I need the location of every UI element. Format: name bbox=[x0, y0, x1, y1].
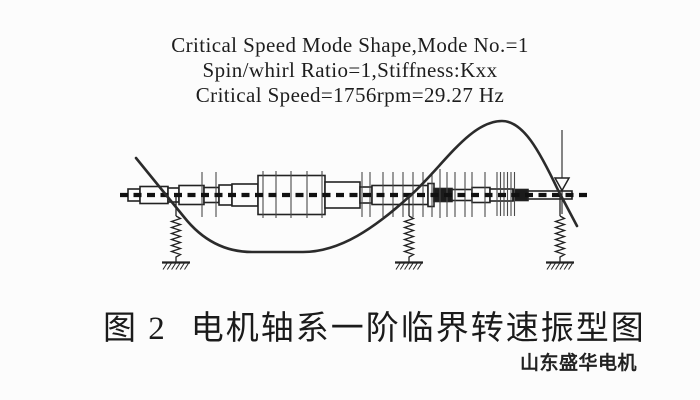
bearing-support-right bbox=[544, 195, 576, 271]
shaft-segment bbox=[527, 190, 573, 200]
plot-header-line2: Spin/whirl Ratio=1,Stiffness:Kxx bbox=[202, 58, 498, 82]
plot-header-line3: Critical Speed=1756rpm=29.27 Hz bbox=[195, 83, 505, 107]
watermark-text: 山东盛华电机 bbox=[520, 353, 638, 374]
right-bearing-marker bbox=[553, 130, 571, 214]
bearing-support-middle bbox=[393, 195, 425, 271]
plot-header-line1: Critical Speed Mode Shape,Mode No.=1 bbox=[171, 33, 529, 57]
figure-caption: 图 2 电机轴系一阶临界转速振型图 bbox=[103, 301, 646, 349]
plot-header: Critical Speed Mode Shape,Mode No.=1 Spi… bbox=[0, 33, 700, 108]
figure-caption-text: 电机轴系一阶临界转速振型图 bbox=[190, 311, 646, 347]
mode-shape-curve bbox=[134, 119, 579, 254]
figure-label: 图 2 bbox=[103, 311, 167, 347]
